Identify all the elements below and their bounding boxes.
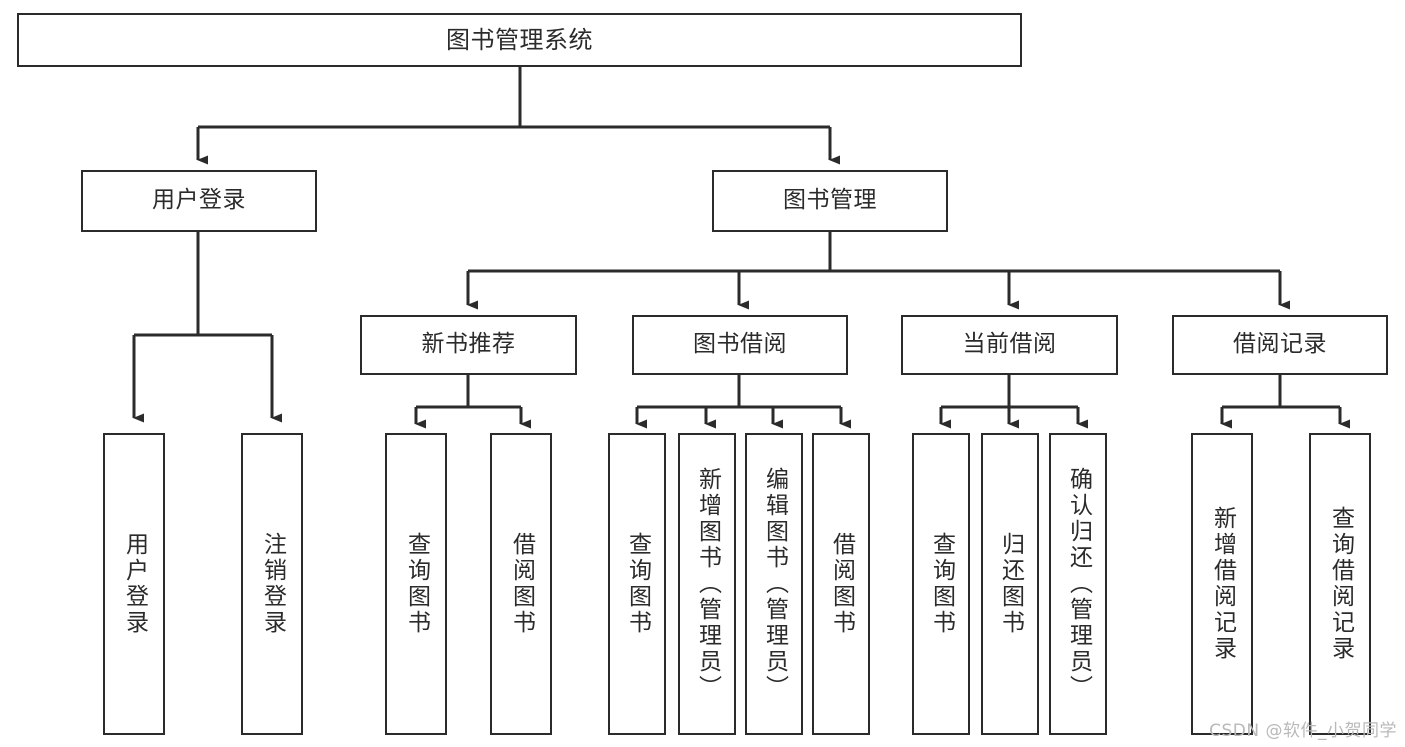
leaf-current-borrow-return-book[interactable]: 归还图书 xyxy=(981,433,1039,735)
leaf-book-borrow-edit-book-admin[interactable]: 编辑图书（管理员） xyxy=(745,433,803,735)
node-borrow-record-label: 借阅记录 xyxy=(1233,331,1327,358)
leaf-label: 查询图书 xyxy=(928,532,955,636)
node-new-book-recommend-label: 新书推荐 xyxy=(421,331,516,358)
leaf-new-book-borrow-book[interactable]: 借阅图书 xyxy=(490,433,552,735)
leaf-label: 查询图书 xyxy=(624,532,651,636)
node-book-manage[interactable]: 图书管理 xyxy=(712,170,948,232)
leaf-label: 借阅图书 xyxy=(508,532,535,636)
node-borrow-record[interactable]: 借阅记录 xyxy=(1172,315,1388,375)
leaf-book-borrow-query-book[interactable]: 查询图书 xyxy=(608,433,666,735)
leaf-user-login-signout[interactable]: 注销登录 xyxy=(241,433,303,735)
node-current-borrow[interactable]: 当前借阅 xyxy=(901,315,1118,375)
node-current-borrow-label: 当前借阅 xyxy=(962,331,1057,358)
node-new-book-recommend[interactable]: 新书推荐 xyxy=(360,315,577,375)
node-book-manage-label: 图书管理 xyxy=(783,187,877,214)
leaf-book-borrow-borrow-book[interactable]: 借阅图书 xyxy=(812,433,870,735)
leaf-label: 编辑图书（管理员） xyxy=(761,467,788,701)
leaf-label: 新增图书（管理员） xyxy=(694,467,721,701)
leaf-label: 注销登录 xyxy=(259,532,286,636)
leaf-label: 归还图书 xyxy=(997,532,1024,636)
leaf-current-borrow-query-book[interactable]: 查询图书 xyxy=(912,433,970,735)
leaf-label: 确认归还（管理员） xyxy=(1065,467,1092,701)
leaf-current-borrow-confirm-return-admin[interactable]: 确认归还（管理员） xyxy=(1049,433,1107,735)
node-book-borrow[interactable]: 图书借阅 xyxy=(632,315,848,375)
leaf-new-book-query-book[interactable]: 查询图书 xyxy=(385,433,447,735)
node-user-login-label: 用户登录 xyxy=(152,187,246,214)
leaf-book-borrow-add-book-admin[interactable]: 新增图书（管理员） xyxy=(678,433,736,735)
leaf-borrow-record-query-record[interactable]: 查询借阅记录 xyxy=(1309,433,1371,735)
leaf-label: 用户登录 xyxy=(121,532,148,636)
node-root-label: 图书管理系统 xyxy=(446,25,593,54)
csdn-watermark: CSDN @软件_小贺同学 xyxy=(1209,721,1397,741)
leaf-label: 借阅图书 xyxy=(828,532,855,636)
leaf-label: 查询图书 xyxy=(403,532,430,636)
leaf-label: 查询借阅记录 xyxy=(1327,506,1354,662)
leaf-label: 新增借阅记录 xyxy=(1209,506,1236,662)
leaf-user-login-signin[interactable]: 用户登录 xyxy=(103,433,165,735)
node-book-borrow-label: 图书借阅 xyxy=(693,331,787,358)
node-root-library-system[interactable]: 图书管理系统 xyxy=(17,13,1022,67)
node-user-login[interactable]: 用户登录 xyxy=(81,170,317,232)
leaf-borrow-record-add-record[interactable]: 新增借阅记录 xyxy=(1191,433,1253,735)
